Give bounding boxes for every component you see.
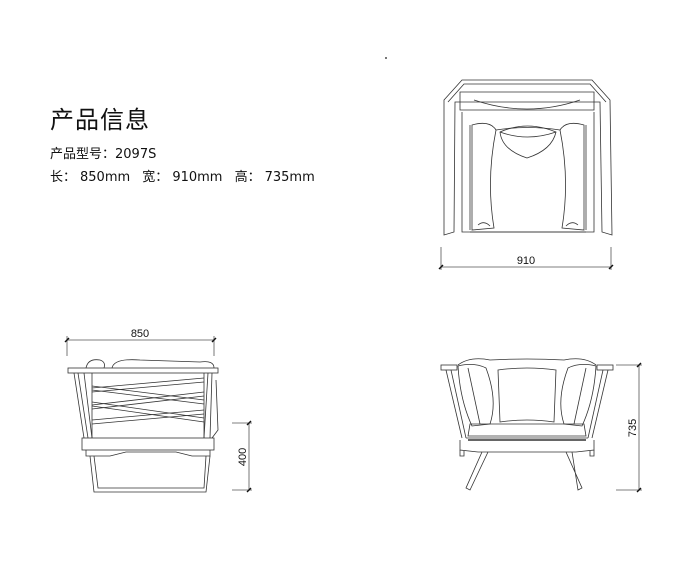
height-value: 735mm xyxy=(264,170,315,185)
top-view xyxy=(443,79,613,236)
length-label: 长： xyxy=(50,170,77,185)
width-spec: 宽：910mm xyxy=(142,170,226,185)
model-line: 产品型号：2097S xyxy=(50,146,156,164)
front-view-dimension xyxy=(616,362,642,493)
width-value: 910mm xyxy=(172,170,223,185)
height-label: 高： xyxy=(234,170,261,185)
side-view-width-label: 850 xyxy=(131,328,149,340)
front-view xyxy=(440,358,614,491)
model-label: 产品型号： xyxy=(50,147,116,162)
stray-dot xyxy=(385,57,387,59)
page-title: 产品信息 xyxy=(50,106,150,134)
width-label: 宽： xyxy=(142,170,169,185)
overall-height-label: 735 xyxy=(627,419,639,437)
model-value: 2097S xyxy=(115,147,157,162)
height-spec: 高：735mm xyxy=(235,170,319,185)
top-view-dimension xyxy=(438,247,614,270)
side-view xyxy=(67,359,219,493)
top-view-width-label: 910 xyxy=(517,255,535,267)
dimensions-line: 长：850mm 宽：910mm 高：735mm xyxy=(50,169,323,187)
length-value: 850mm xyxy=(80,170,131,185)
seat-height-label: 400 xyxy=(237,448,249,466)
side-view-dimensions xyxy=(64,336,252,493)
length-spec: 长：850mm xyxy=(50,170,134,185)
